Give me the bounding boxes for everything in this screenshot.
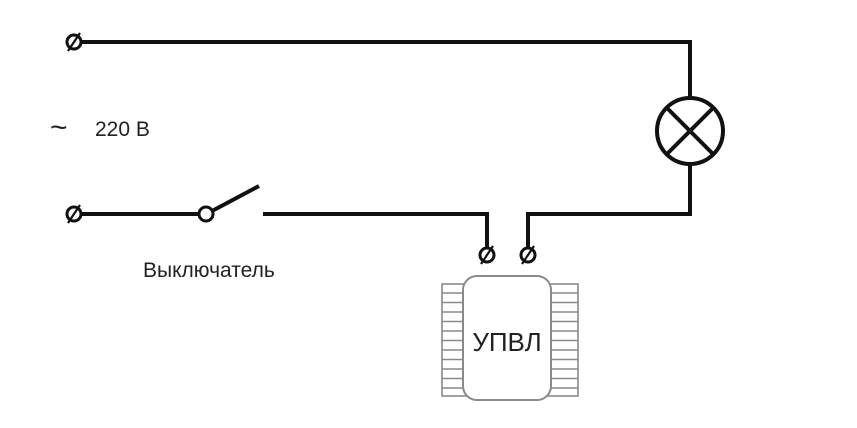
switch-icon — [197, 184, 260, 223]
bottom-input-terminal — [65, 204, 83, 224]
right-heat-sink — [551, 292, 578, 389]
voltage-label: 220 В — [95, 118, 150, 141]
device-terminal-right — [519, 245, 537, 265]
device-label: УПВЛ — [472, 327, 541, 357]
lamp-icon — [655, 96, 725, 166]
left-heat-sink — [442, 292, 463, 389]
device-terminal-left — [478, 245, 496, 265]
upvl-device: УПВЛ — [441, 275, 579, 401]
ac-symbol: ~ — [50, 111, 68, 144]
top-input-terminal — [65, 32, 83, 52]
top-wire — [72, 40, 692, 100]
lamp-return-wire — [526, 162, 692, 257]
switch-output-wire — [263, 212, 489, 257]
switch-label: Выключатель — [143, 259, 275, 282]
